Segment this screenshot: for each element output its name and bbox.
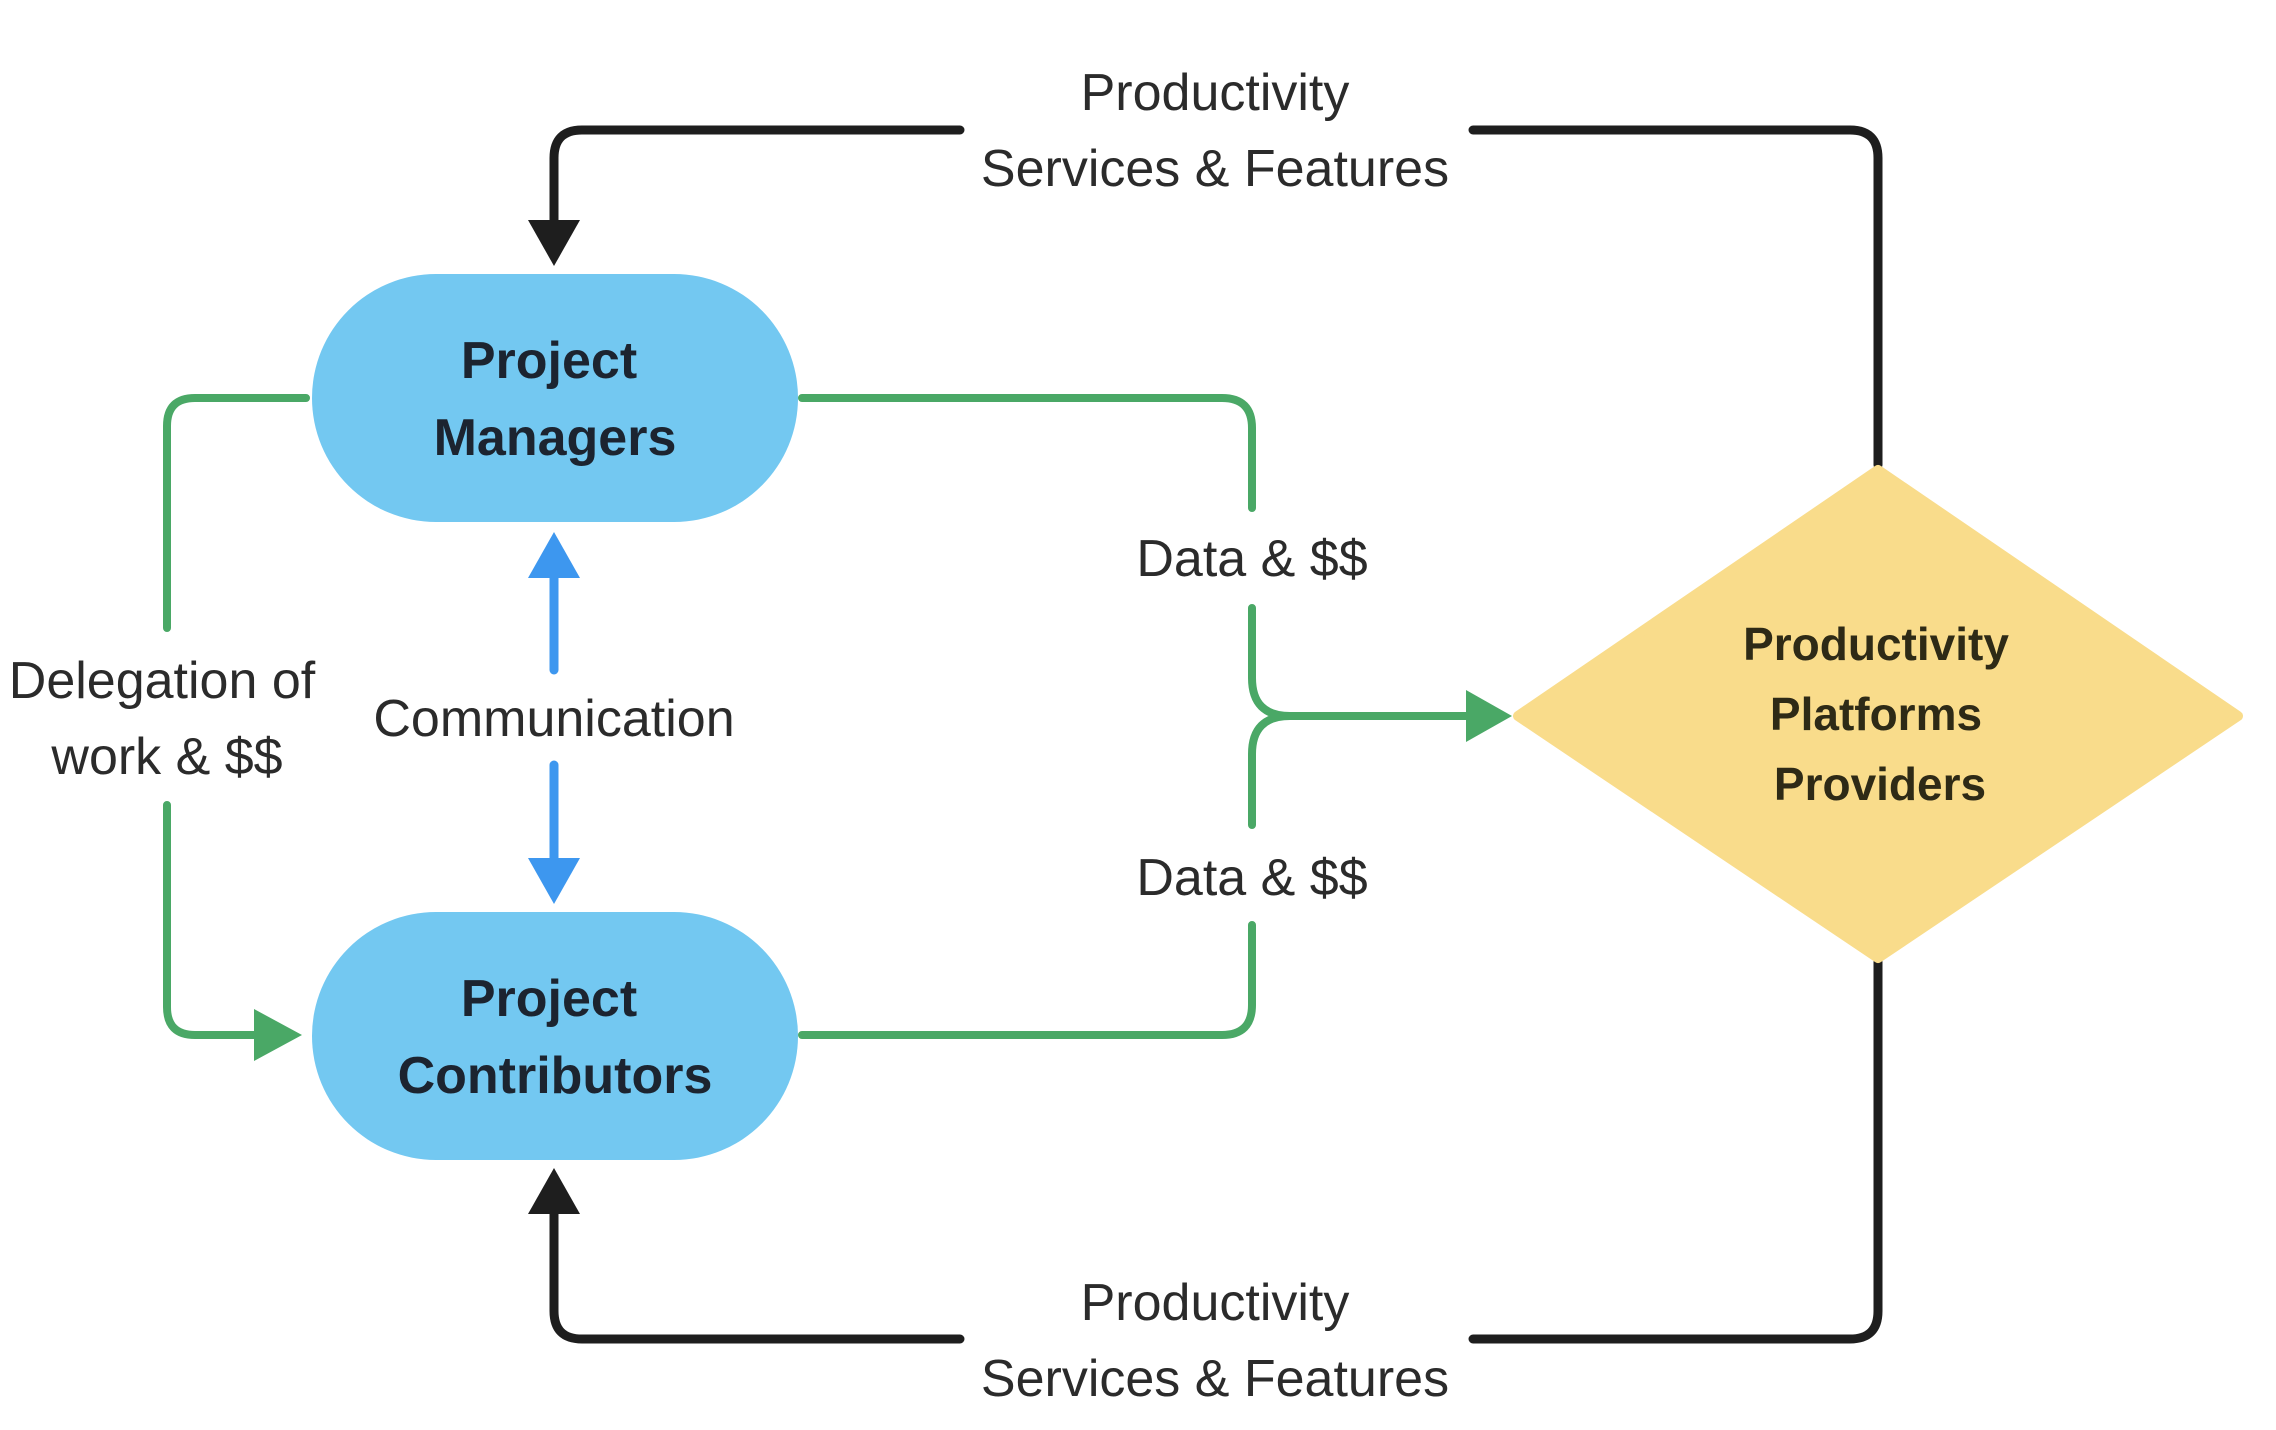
arrowhead-down-icon <box>528 858 580 904</box>
top-feedback-line <box>549 125 1883 470</box>
data-contributors-line <box>798 712 1294 1039</box>
delegation-line <box>163 394 310 1039</box>
arrowhead-right-icon <box>1466 690 1512 742</box>
data-contributors-label: Data & $$ <box>1136 849 1367 907</box>
bottom-feedback-label-line1: Productivity <box>1081 1274 1350 1332</box>
providers-label-line2: Platforms <box>1770 688 1982 740</box>
project-contributors-label-line2: Contributors <box>398 1047 713 1105</box>
project-contributors-shape <box>312 912 798 1160</box>
data-flow-edges: Data & $$ Data & $$ <box>798 394 1512 1039</box>
providers-diamond-shape <box>1513 465 2243 963</box>
data-managers-label: Data & $$ <box>1136 530 1367 588</box>
delegation-label-line2: work & $$ <box>50 728 282 786</box>
top-feedback-edge: Productivity Services & Features <box>528 64 1883 470</box>
delegation-label-line1: Delegation of <box>9 652 316 710</box>
providers-label-line3: Providers <box>1774 758 1986 810</box>
arrowhead-up-icon <box>528 532 580 578</box>
bottom-feedback-edge: Productivity Services & Features <box>528 957 1883 1408</box>
communication-label: Communication <box>373 690 734 748</box>
delegation-edge: Delegation of work & $$ <box>9 394 316 1061</box>
communication-edge: Communication <box>373 532 735 904</box>
bottom-feedback-label-line2: Services & Features <box>981 1350 1449 1408</box>
top-feedback-label-line2: Services & Features <box>981 140 1449 198</box>
project-contributors-label-line1: Project <box>461 970 637 1028</box>
arrowhead-right-icon <box>254 1009 302 1061</box>
project-managers-node: Project Managers <box>312 274 798 522</box>
arrowhead-up-icon <box>528 1168 580 1214</box>
project-managers-label-line1: Project <box>461 332 637 390</box>
arrowhead-down-icon <box>528 220 580 266</box>
project-contributors-node: Project Contributors <box>312 912 798 1160</box>
project-managers-shape <box>312 274 798 522</box>
bottom-feedback-line <box>549 957 1883 1344</box>
providers-node: Productivity Platforms Providers <box>1513 465 2243 963</box>
providers-label-line1: Productivity <box>1743 618 2009 670</box>
project-managers-label-line2: Managers <box>434 409 677 467</box>
top-feedback-label-line1: Productivity <box>1081 64 1350 122</box>
